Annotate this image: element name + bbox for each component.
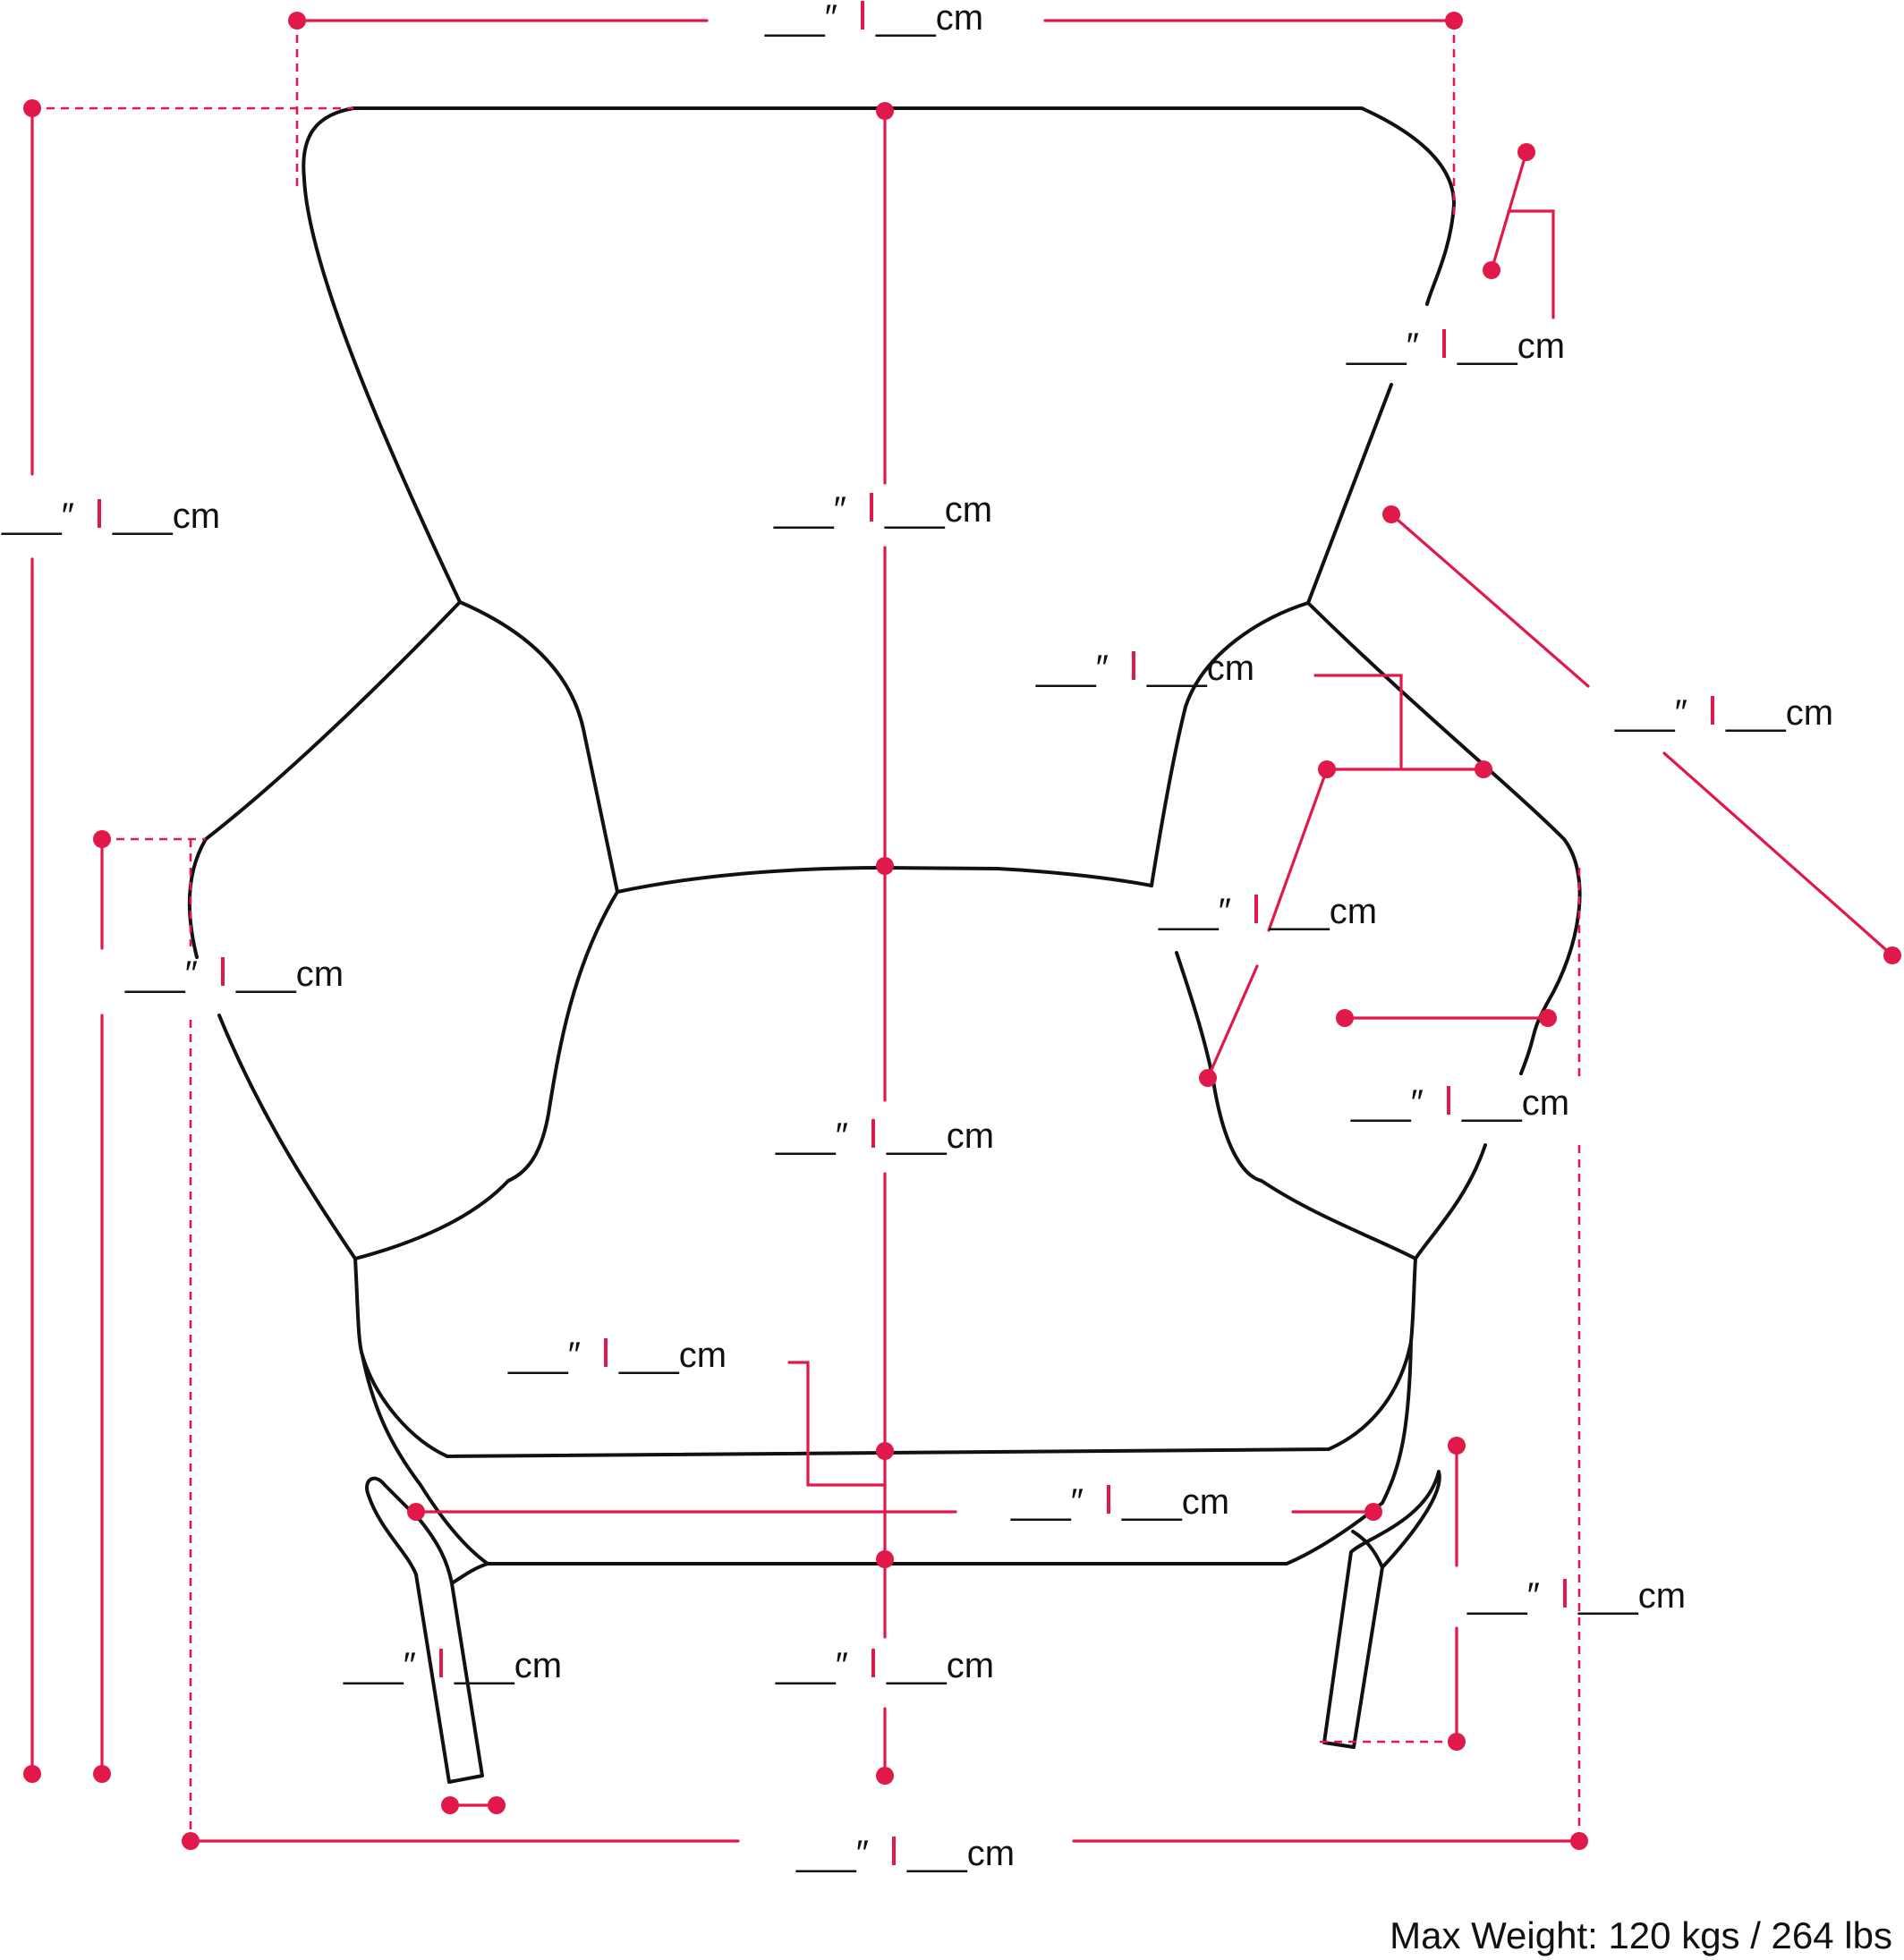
arm-width-dimension — [1336, 1009, 1557, 1027]
seat-height-inches: ___″ — [775, 1646, 848, 1685]
chair-right-leg-inner — [1351, 1530, 1384, 1569]
cushion-thickness-label: ___″ ___cm — [507, 1336, 727, 1375]
side-depth-dimension — [1382, 505, 1901, 964]
seat-height-label: ___″ ___cm — [775, 1646, 994, 1685]
arm-diagonal-centimeters: ___cm — [1269, 892, 1377, 931]
arm-top-width-inches: ___″ — [1035, 649, 1109, 688]
cushion-thickness-centimeters: ___cm — [618, 1336, 727, 1375]
seat-depth-label: ___″ ___cm — [775, 1116, 994, 1156]
leg-height-centimeters: ___cm — [1577, 1576, 1686, 1616]
leg-width-dimension — [441, 1796, 506, 1814]
unit-separator — [861, 1, 864, 30]
seat-width-inches: ___″ — [1010, 1482, 1084, 1522]
seat-depth-centimeters: ___cm — [886, 1116, 994, 1156]
arm-diagonal-inches: ___″ — [1158, 892, 1231, 931]
cushion-thickness-inches: ___″ — [507, 1336, 581, 1375]
arm-width-centimeters: ___cm — [1461, 1083, 1569, 1123]
arm-height-inches: ___″ — [124, 955, 198, 994]
seat-width-dimension — [407, 1503, 1382, 1521]
unit-separator — [1442, 329, 1446, 358]
unit-separator — [1563, 1579, 1567, 1608]
chair-seat-base — [361, 1340, 1413, 1565]
seat-height-centimeters: ___cm — [886, 1646, 994, 1685]
unit-separator — [871, 1649, 875, 1677]
side-depth-centimeters: ___cm — [1725, 693, 1833, 733]
chair-backrest — [302, 106, 1456, 605]
arm-top-width-label: ___″ ___cm — [1035, 649, 1254, 688]
dimension-labels: ___″___cm___″___cm___″___cm___″___cm___″… — [1, 0, 1833, 1873]
unit-separator — [870, 493, 873, 522]
unit-separator — [98, 499, 101, 528]
unit-separator — [221, 957, 225, 986]
chair-left-wing — [187, 600, 462, 1260]
unit-separator — [1254, 895, 1258, 923]
arm-diagonal-dimension — [1199, 768, 1329, 1087]
base-width-dimension — [182, 1832, 1588, 1850]
overall-width-centimeters: ___cm — [875, 0, 983, 38]
unit-separator — [439, 1649, 443, 1677]
cushion-thickness-dimension — [787, 1361, 887, 1487]
chair-left-leg — [365, 1476, 489, 1784]
wing-depth-label: ___″ ___cm — [1346, 327, 1565, 366]
chair-left-arm-panel — [353, 600, 619, 1260]
leg-width-label: ___″ ___cm — [343, 1646, 562, 1685]
unit-separator — [604, 1338, 608, 1367]
unit-separator — [871, 1119, 875, 1148]
side-depth-inches: ___″ — [1614, 693, 1687, 733]
chair-right-arm-panel — [1150, 601, 1417, 1260]
back-height-inches: ___″ — [773, 490, 846, 530]
max-weight-note: Max Weight: 120 kgs / 264 lbs — [1390, 1914, 1892, 1956]
back-height-centimeters: ___cm — [884, 490, 992, 530]
arm-top-width-centimeters: ___cm — [1146, 649, 1254, 688]
wing-depth-inches: ___″ — [1346, 327, 1419, 366]
overall-width-inches: ___″ — [764, 0, 837, 38]
base-width-centimeters: ___cm — [906, 1834, 1015, 1873]
seat-depth-inches: ___″ — [775, 1116, 848, 1156]
arm-width-inches: ___″ — [1350, 1083, 1424, 1123]
leg-height-label: ___″ ___cm — [1466, 1576, 1686, 1616]
leg-width-inches: ___″ — [343, 1646, 416, 1685]
chair-right-wing — [1306, 601, 1582, 1260]
arm-width-label: ___″ ___cm — [1350, 1083, 1569, 1123]
dimension-lines — [23, 12, 1901, 1850]
chair-outline — [187, 106, 1582, 1784]
back-height-label: ___″ ___cm — [773, 490, 992, 530]
arm-height-dimension — [93, 830, 206, 1783]
overall-height-label: ___″ ___cm — [1, 496, 220, 536]
unit-separator — [1132, 651, 1135, 680]
unit-separator — [1447, 1086, 1450, 1115]
seat-width-centimeters: ___cm — [1121, 1482, 1229, 1522]
base-width-inches: ___″ — [795, 1834, 869, 1873]
base-width-label: ___″ ___cm — [795, 1834, 1015, 1873]
arm-height-centimeters: ___cm — [235, 955, 344, 994]
unit-separator — [1107, 1485, 1110, 1514]
overall-width-label: ___″ ___cm — [764, 0, 983, 38]
overall-height-dimension — [23, 99, 353, 1783]
leg-height-dimension — [1320, 1437, 1466, 1751]
overall-height-centimeters: ___cm — [112, 496, 220, 536]
wing-depth-centimeters: ___cm — [1457, 327, 1565, 366]
overall-width-dimension — [288, 12, 1463, 219]
overall-height-inches: ___″ — [1, 496, 74, 536]
center-vertical-dimensions — [876, 102, 894, 1785]
chair-seat-cushion — [353, 1257, 1417, 1458]
unit-separator — [892, 1837, 896, 1865]
arm-diagonal-label: ___″ ___cm — [1158, 892, 1377, 931]
arm-height-label: ___″ ___cm — [124, 955, 344, 994]
unit-separator — [1711, 696, 1714, 725]
seat-width-label: ___″ ___cm — [1010, 1482, 1229, 1522]
leg-width-centimeters: ___cm — [454, 1646, 562, 1685]
leg-height-inches: ___″ — [1466, 1576, 1540, 1616]
wing-depth-dimension — [1483, 143, 1555, 319]
side-depth-label: ___″ ___cm — [1614, 693, 1833, 733]
